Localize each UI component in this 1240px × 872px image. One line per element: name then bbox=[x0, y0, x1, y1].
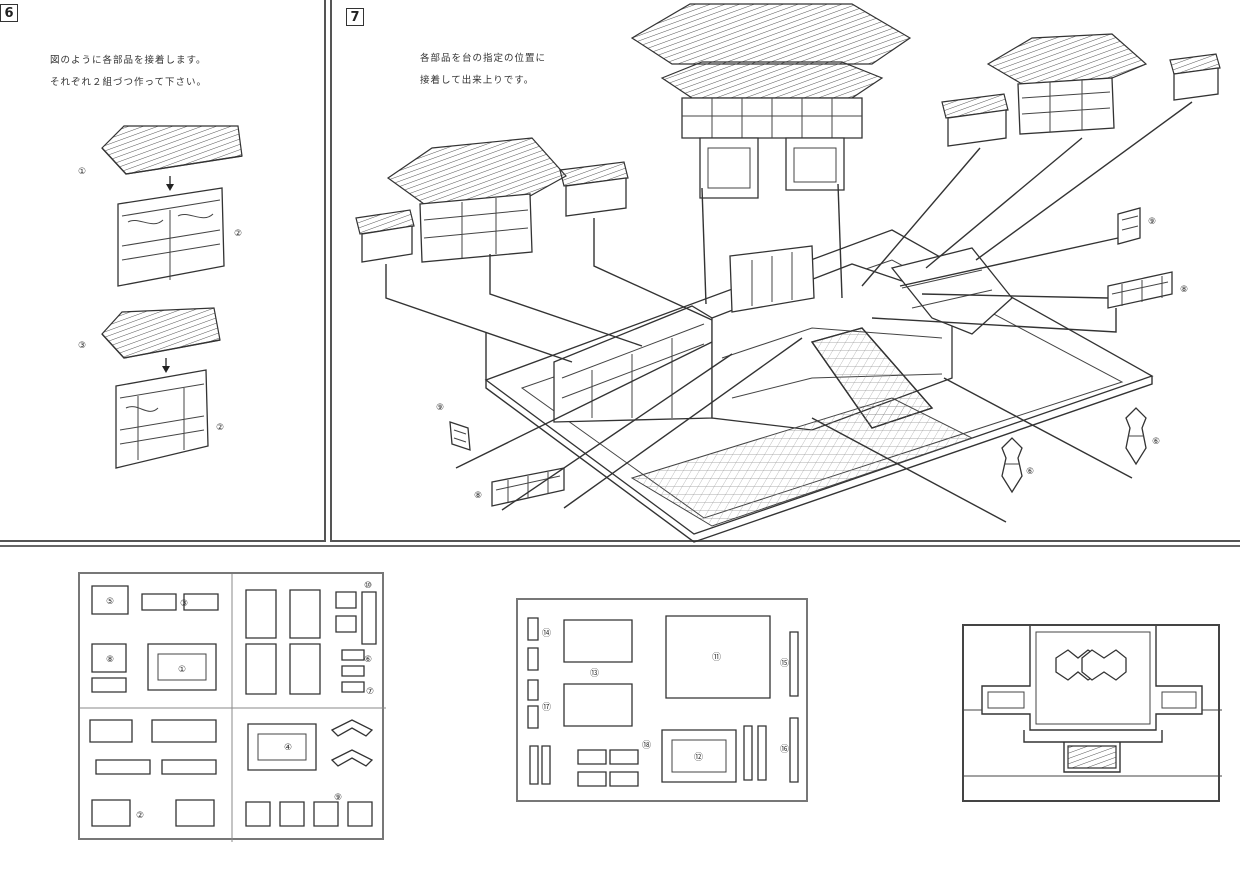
right-hall-building bbox=[986, 33, 1148, 135]
step-6-panel: 6 図のように各部品を接着します。 それぞれ２組づつ作って下さい。 bbox=[0, 0, 326, 542]
wall-part-2-lower bbox=[115, 369, 209, 469]
step-6-instructions: 図のように各部品を接着します。 それぞれ２組づつ作って下さい。 bbox=[50, 55, 208, 88]
base-platform bbox=[484, 229, 1154, 543]
label-wall-2-lower: ② bbox=[216, 423, 224, 433]
sheet2-label-16: ⑯ bbox=[780, 744, 789, 755]
sheet2-label-17: ⑰ bbox=[542, 702, 551, 713]
sheet2-label-11: ⑪ bbox=[712, 652, 721, 663]
sheet1-label-10: ⑩ bbox=[364, 581, 372, 591]
parts-sheet-1: ① ② ③ ④ ⑤ ⑥ ⑦ ⑧ ⑨ ⑩ bbox=[78, 572, 386, 842]
label-roof-3: ③ bbox=[78, 341, 86, 351]
sheet1-label-6: ⑥ bbox=[364, 655, 372, 665]
label-part-8-right: ⑧ bbox=[1180, 285, 1188, 295]
sheet2-label-12: ⑫ bbox=[694, 752, 703, 763]
left-hall-building bbox=[386, 137, 567, 263]
fence-piece-upper-right bbox=[1117, 207, 1141, 245]
sheet1-label-3: ③ bbox=[180, 599, 188, 609]
parts-sheet-1-drawing: ① ② ③ ④ ⑤ ⑥ ⑦ ⑧ ⑨ ⑩ bbox=[80, 574, 386, 842]
lantern-right bbox=[1125, 407, 1147, 466]
label-part-6-lantern-right: ⑥ bbox=[1152, 437, 1160, 447]
wall-part-2 bbox=[117, 187, 225, 287]
right-wall-piece-a bbox=[941, 93, 1009, 147]
leader-lines bbox=[385, 101, 1193, 523]
label-part-9-right: ⑨ bbox=[1148, 217, 1156, 227]
floor-plan-drawing bbox=[964, 626, 1222, 777]
fence-piece-right bbox=[1107, 271, 1173, 309]
sheet1-label-2: ② bbox=[136, 811, 144, 821]
label-part-8-left: ⑧ bbox=[474, 491, 482, 501]
label-roof-1: ① bbox=[78, 167, 86, 177]
sheet1-label-4: ④ bbox=[284, 743, 292, 753]
label-part-6-lantern: ⑥ bbox=[1026, 467, 1034, 477]
central-gate-building bbox=[630, 3, 912, 199]
parts-sheet-2: ⑪ ⑫ ⑬ ⑭ ⑮ ⑯ ⑰ ⑱ bbox=[516, 598, 808, 802]
step-7-assembly-drawing: ⑨ ⑧ ⑨ ⑧ ⑥ ⑥ bbox=[355, 3, 1221, 543]
floor-plan-diagram bbox=[962, 624, 1222, 802]
panel-separator bbox=[0, 545, 1240, 547]
roof-part-3 bbox=[101, 307, 221, 359]
sheet1-label-5: ⑤ bbox=[106, 597, 114, 607]
right-wall-piece-b bbox=[1169, 53, 1221, 101]
left-wall-piece-b bbox=[559, 161, 629, 217]
step-7-panel: 7 各部品を台の指定の位置に 接着して出来上りです。 bbox=[330, 0, 1240, 543]
sheet2-label-14: ⑭ bbox=[542, 628, 551, 639]
sheet2-label-15: ⑮ bbox=[780, 658, 789, 669]
sheet1-label-9: ⑨ bbox=[334, 793, 342, 803]
sheet2-label-18: ⑱ bbox=[642, 740, 651, 751]
step-6-assembly-drawing: ① ② ③ ② bbox=[78, 125, 243, 469]
label-part-9-left: ⑨ bbox=[436, 403, 444, 413]
sheet2-label-13: ⑬ bbox=[590, 668, 599, 679]
sheet1-label-8: ⑧ bbox=[106, 655, 114, 665]
roof-part-1 bbox=[101, 125, 243, 175]
parts-sheet-2-drawing: ⑪ ⑫ ⑬ ⑭ ⑮ ⑯ ⑰ ⑱ bbox=[527, 615, 799, 787]
lantern-center bbox=[1001, 437, 1023, 494]
sheet1-label-7: ⑦ bbox=[366, 687, 374, 697]
left-wall-piece-a bbox=[355, 209, 415, 263]
step-7-badge: 7 bbox=[346, 8, 364, 26]
step-7-instructions: 各部品を台の指定の位置に 接着して出来上りです。 bbox=[420, 53, 547, 86]
fence-piece-left-long bbox=[491, 467, 565, 507]
step-6-badge: 6 bbox=[0, 4, 18, 22]
label-wall-2: ② bbox=[234, 229, 242, 239]
fence-piece-left-small bbox=[449, 421, 471, 451]
sheet1-label-1: ① bbox=[178, 665, 186, 675]
